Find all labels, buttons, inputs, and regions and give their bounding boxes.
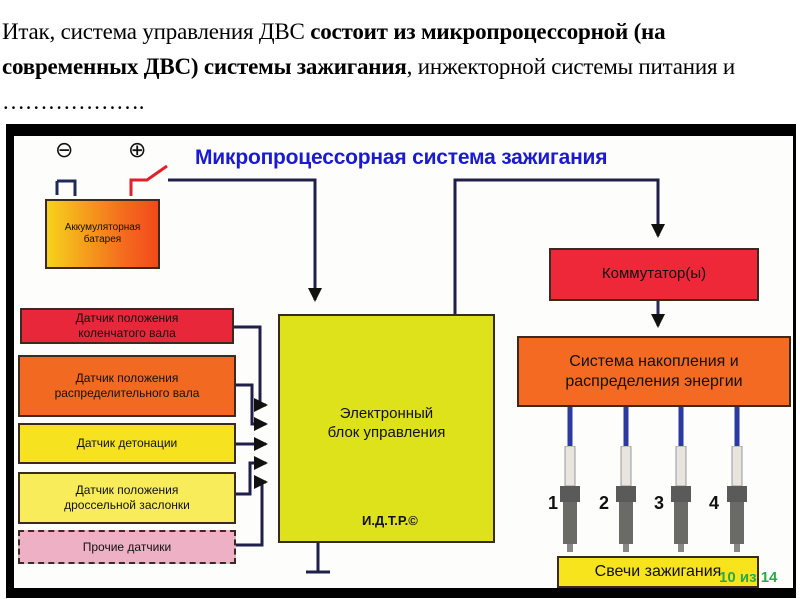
sensor-label: Прочие датчики xyxy=(82,539,172,554)
sensor-throttle: Датчик положения дроссельной заслонки xyxy=(18,472,236,524)
diagram-title: Микропроцессорная система зажигания xyxy=(195,146,608,169)
sensor-camshaft: Датчик положения распределительного вала xyxy=(18,355,236,417)
sensor-label: Датчик положения коленчатого вала xyxy=(75,311,179,340)
ecu-signature: И.Д.Т.Р.© xyxy=(362,512,418,528)
spark-plug-icon xyxy=(727,446,747,552)
spark-plugs-label: Свечи зажигания xyxy=(594,563,722,580)
wire-sensor-other xyxy=(234,475,268,547)
sensor-other: Прочие датчики xyxy=(18,530,236,564)
spark-plug-icon xyxy=(671,446,691,552)
commutator-box: Коммутатор(ы) xyxy=(549,248,759,301)
commutator-label: Коммутатор(ы) xyxy=(601,265,707,283)
plug-number-3: 3 xyxy=(654,493,665,513)
wire-sensor-throttle xyxy=(234,456,268,496)
battery-plus-wire xyxy=(129,164,168,196)
intro-text: Итак, система управления ДВС состоит из … xyxy=(2,14,798,119)
page-indicator: 10 из 14 xyxy=(719,569,778,586)
wire-ecu-commutator xyxy=(453,178,665,315)
ecu-ground xyxy=(306,541,330,574)
energy-system-box: Система накопления и распределения энерг… xyxy=(517,336,791,407)
plug-number-2: 2 xyxy=(599,493,610,513)
wire-battery-ecu xyxy=(168,178,322,302)
sensor-label: Датчик детонации xyxy=(76,436,178,450)
sensor-label: Датчик положения дроссельной заслонки xyxy=(64,483,190,512)
minus-terminal-icon: ⊖ xyxy=(55,138,74,163)
spark-plug-icon xyxy=(616,446,636,552)
spark-plug-icon xyxy=(560,446,580,552)
battery-label: Аккумуляторная батарея xyxy=(64,221,141,246)
intro-part1: Итак, система управления ДВС xyxy=(2,19,311,44)
sensor-label: Датчик положения распределительного вала xyxy=(54,371,200,400)
intro-bold: состоит из микропроцессорной (на совреме… xyxy=(2,19,666,79)
plus-terminal-icon: ⊕ xyxy=(128,138,147,163)
plug-number-4: 4 xyxy=(709,493,720,513)
ecu-label: Электронный блок управления xyxy=(327,404,446,441)
energy-system-label: Система накопления и распределения энерг… xyxy=(565,352,743,390)
intro-part2: , инжекторной системы питания и ………………. xyxy=(2,54,735,114)
wire-sensor-crank xyxy=(234,325,268,412)
wire-sensor-cam xyxy=(234,383,268,431)
sensor-crankshaft: Датчик положения коленчатого вала xyxy=(20,308,234,344)
sensor-knock: Датчик детонации xyxy=(18,423,236,464)
plug-number-1: 1 xyxy=(548,493,559,513)
battery-box: Аккумуляторная батарея xyxy=(45,199,160,269)
battery-minus-wire xyxy=(55,179,77,196)
ecu-box: Электронный блок управления И.Д.Т.Р.© xyxy=(278,314,495,543)
spark-plugs-label-box: Свечи зажигания xyxy=(557,556,759,588)
